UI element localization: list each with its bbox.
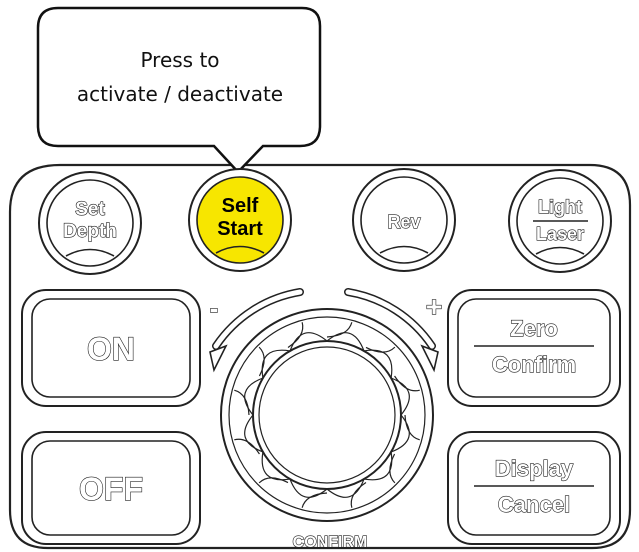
dial-ridge (404, 414, 420, 441)
zero-label: Zero (510, 316, 558, 341)
dial-ridge (363, 349, 393, 379)
dial-ridge (350, 482, 367, 508)
self-start-button[interactable]: Self Start (188, 168, 292, 272)
laser-label: Laser (536, 224, 584, 244)
callout-bubble: Press to activate / deactivate (36, 6, 322, 174)
callout-text-line1: Press to (140, 48, 219, 72)
light-laser-button[interactable]: Light Laser (508, 169, 612, 273)
confirm-label: Confirm (492, 352, 576, 377)
rev-button[interactable]: Rev (352, 168, 456, 272)
dial-ridge (365, 346, 396, 353)
on-button[interactable]: ON (21, 289, 201, 407)
dial-ridge (289, 332, 328, 352)
dial-ridge (390, 377, 410, 416)
off-button[interactable]: OFF (21, 431, 201, 545)
dial-ridge (390, 414, 410, 453)
dial-plus-label: + (426, 291, 442, 322)
rev-label: Rev (387, 212, 420, 232)
dial-ridge (326, 322, 353, 338)
dial-ridge (234, 438, 260, 455)
dial-ridge (261, 451, 291, 481)
ccw-arrow-icon (209, 344, 228, 373)
dial-ridge (363, 451, 393, 481)
confirm-dial[interactable]: - + CONFIRM (209, 288, 443, 552)
dial-ridge (244, 414, 264, 453)
dial-ridge (289, 478, 328, 498)
dial-minus-label: - (210, 293, 219, 323)
dial-ridge (326, 332, 365, 352)
dial-ridge (258, 477, 289, 484)
set-depth-button[interactable]: Set Depth (38, 171, 142, 275)
dial-ridge (389, 453, 396, 484)
dial-ridge (234, 389, 250, 416)
set-depth-label-line1: Set (75, 199, 105, 220)
callout-text-line2: activate / deactivate (77, 82, 283, 106)
dial-confirm-label: CONFIRM (293, 534, 368, 551)
dial-ridge (394, 375, 420, 392)
dial-ridge (301, 492, 328, 508)
self-start-highlight (196, 176, 284, 264)
dial-ridge (287, 322, 304, 348)
display-label: Display (495, 456, 574, 481)
dial-knob[interactable] (220, 308, 434, 522)
dial-ridge (258, 346, 265, 377)
on-label: ON (87, 331, 135, 367)
display-cancel-button[interactable]: Display Cancel (447, 431, 621, 545)
self-start-label-line2: Start (217, 218, 263, 240)
zero-confirm-button[interactable]: Zero Confirm (447, 289, 621, 407)
light-label: Light (538, 197, 582, 217)
dial-ridge (244, 377, 264, 416)
cw-arrow-icon (420, 344, 439, 373)
dial-ridge (326, 478, 365, 498)
set-depth-label-line2: Depth (63, 221, 117, 242)
off-label: OFF (79, 471, 143, 507)
dial-ridge (261, 349, 291, 379)
self-start-label-line1: Self (222, 195, 259, 217)
cancel-label: Cancel (498, 492, 570, 517)
